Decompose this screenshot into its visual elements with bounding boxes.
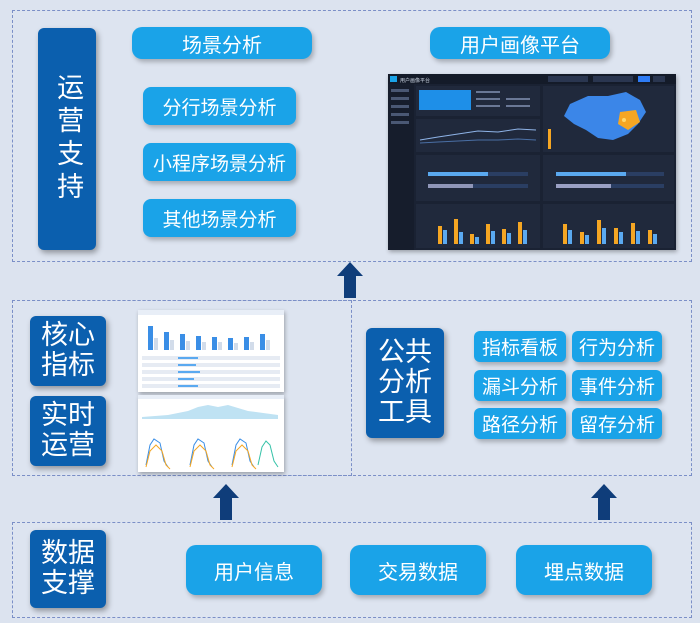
scene-item-branch[interactable]: 分行场景分析: [143, 87, 296, 125]
operation-support-title: 运营支持: [38, 28, 96, 250]
tool-retention-analysis[interactable]: 留存分析: [572, 408, 662, 439]
scene-item-other[interactable]: 其他场景分析: [143, 199, 296, 237]
realtime-ops-label: 实时运营: [41, 399, 95, 461]
realtime-ops-title: 实时运营: [30, 396, 106, 466]
data-support-title: 数据支撑: [30, 530, 106, 608]
core-metrics-subpanel: [12, 300, 352, 476]
public-analysis-label: 公共分析工具: [378, 336, 432, 429]
tool-metrics-board[interactable]: 指标看板: [474, 331, 566, 362]
realtime-ops-screenshot: [138, 395, 284, 472]
core-metrics-label: 核心指标: [41, 319, 95, 381]
scene-item-miniprogram[interactable]: 小程序场景分析: [143, 143, 296, 181]
up-arrow-top: [337, 262, 363, 298]
up-arrow-right: [591, 484, 617, 520]
portrait-dashboard: 用户画像平台: [388, 74, 676, 250]
core-metrics-screenshot: [138, 310, 284, 392]
data-item-transaction[interactable]: 交易数据: [350, 545, 486, 595]
data-item-tracking[interactable]: 埋点数据: [516, 545, 652, 595]
up-arrow-left: [213, 484, 239, 520]
dashboard-title: 用户画像平台: [400, 77, 430, 84]
core-metrics-graphic: [138, 310, 284, 388]
data-item-user-info[interactable]: 用户信息: [186, 545, 322, 595]
data-support-label: 数据支撑: [41, 537, 95, 599]
portrait-dashboard-graphic: 用户画像平台: [388, 74, 676, 250]
user-portrait-header: 用户画像平台: [430, 27, 610, 59]
realtime-ops-graphic: [138, 395, 284, 470]
tool-behavior-analysis[interactable]: 行为分析: [572, 331, 662, 362]
tool-funnel-analysis[interactable]: 漏斗分析: [474, 370, 566, 401]
tool-path-analysis[interactable]: 路径分析: [474, 408, 566, 439]
public-analysis-title: 公共分析工具: [366, 328, 444, 438]
operation-support-label: 运营支持: [52, 73, 84, 205]
scene-analysis-header: 场景分析: [132, 27, 312, 59]
tool-event-analysis[interactable]: 事件分析: [572, 370, 662, 401]
core-metrics-title: 核心指标: [30, 316, 106, 386]
